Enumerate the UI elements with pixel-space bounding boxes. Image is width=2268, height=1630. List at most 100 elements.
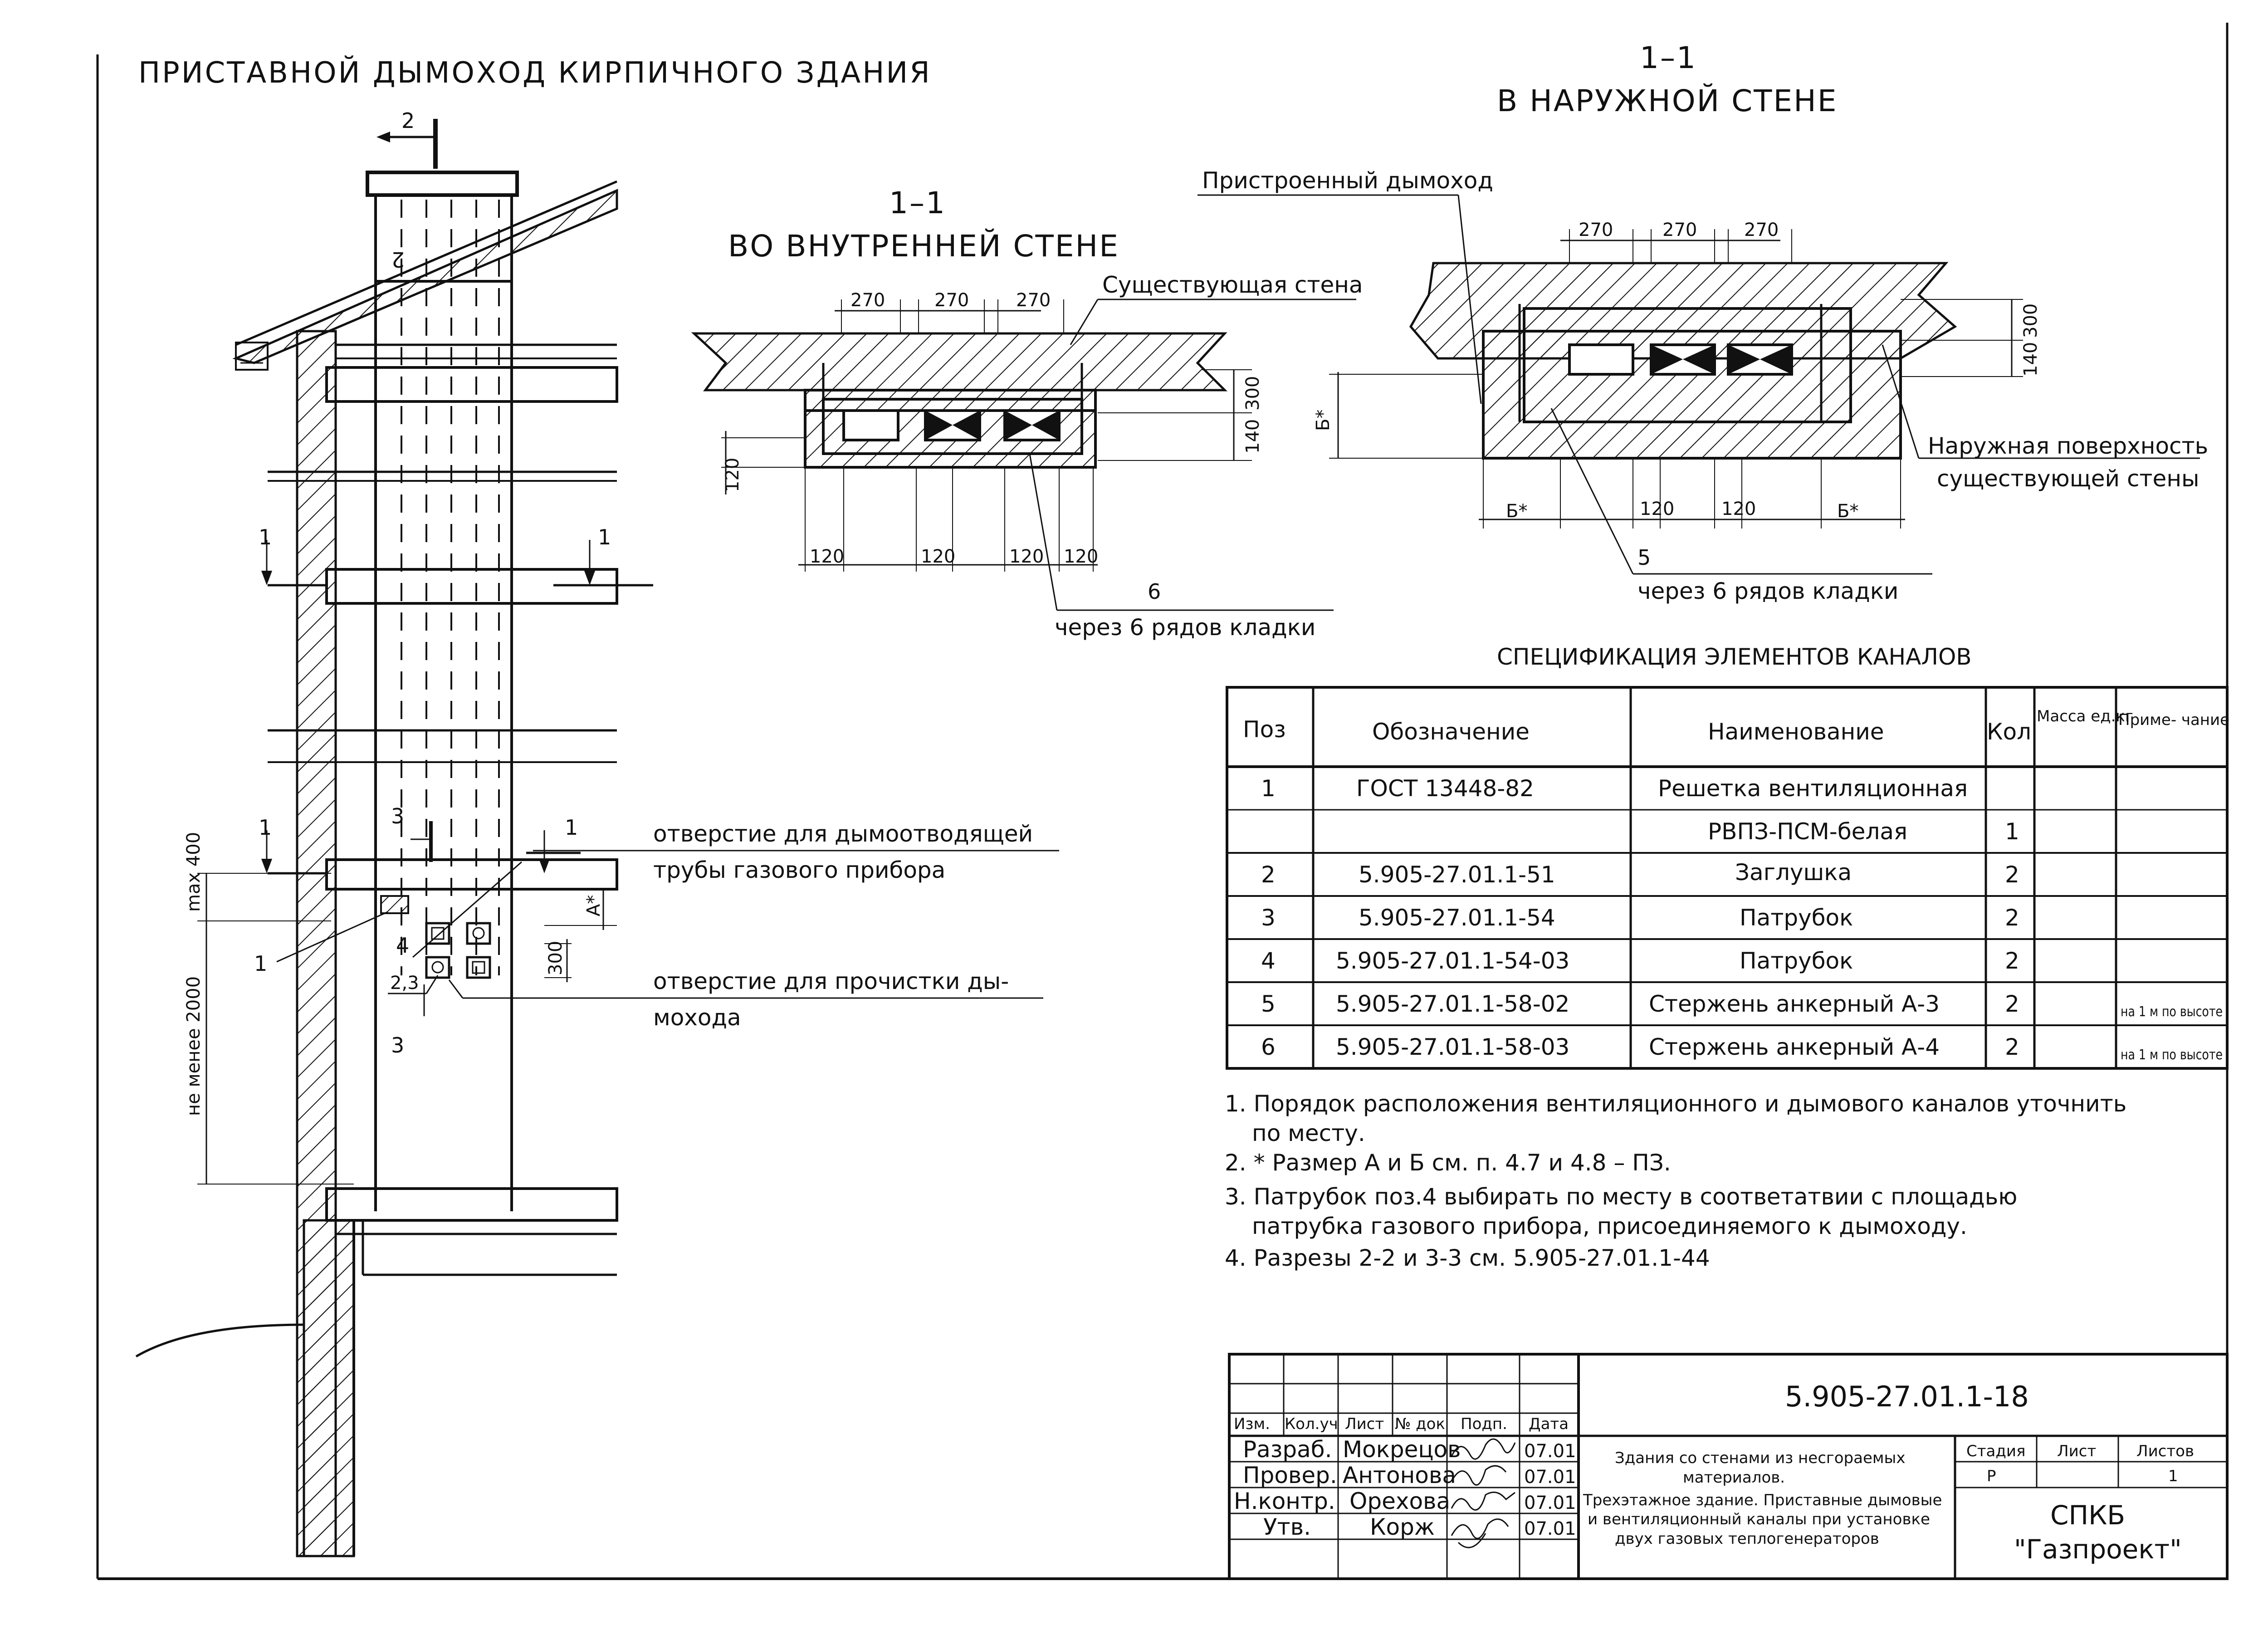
pos-label-6: 6 [1148,579,1161,604]
label-outer-surface-1: Наружная поверхность [1928,433,2208,459]
dim-inner-right-140: 140 [1242,419,1263,454]
table-row: 5 5.905-27.01.1-58-02 Стержень анкерный … [1261,991,2223,1020]
stamp-date-2: 07.01 [1524,1467,1576,1488]
cut-mark-1b-right: 1 [565,815,578,840]
dim-inner-right-300: 300 [1242,376,1263,411]
spec-header-pos: Поз [1243,716,1286,743]
dim-a: А* [583,895,604,916]
stamp-desc-4: и вентиляционный каналы при установке [1588,1510,1930,1528]
dim-outer-left: Б* [1313,410,1334,431]
stamp-col-change: Изм. [1234,1415,1270,1433]
stamp-sheets-header: Листов [2136,1442,2194,1460]
svg-text:Решетка вентиляционная: Решетка вентиляционная [1658,775,1968,802]
label-hole-smoke-2: трубы газового прибора [653,857,945,883]
note-2: 2. * Размер А и Б см. п. 4.7 и 4.8 – ПЗ. [1225,1150,1671,1176]
stamp-name-1: Мокрецов [1343,1436,1461,1463]
svg-text:на 1 м по высоте: на 1 м по высоте [2121,1047,2223,1063]
stamp-code: 5.905-27.01.1-18 [1785,1380,2029,1413]
spec-header-designation: Обозначение [1372,719,1530,745]
svg-text:ГОСТ 13448-82: ГОСТ 13448-82 [1356,775,1534,802]
table-row: 1 ГОСТ 13448-82 Решетка вентиляционная [1261,775,1968,802]
section-outer-wall: 1–1 В НАРУЖНОЙ СТЕНЕ Пристроенный дымохо… [1198,40,2208,604]
table-row: РВПЗ-ПСМ-белая 1 [1708,818,2019,845]
svg-text:5.905-27.01.1-58-03: 5.905-27.01.1-58-03 [1336,1034,1569,1060]
section-inner-title: ВО ВНУТРЕННЕЙ СТЕНЕ [728,228,1119,264]
dim-max-400: max 400 [183,832,204,912]
pos-label-4: 4 [396,933,409,958]
dim-inner-top-3: 270 [1016,290,1051,311]
svg-text:6: 6 [1261,1034,1276,1060]
vent-channel-inner [842,409,899,441]
dim-inner-top-1: 270 [850,290,885,311]
svg-text:5.905-27.01.1-54-03: 5.905-27.01.1-54-03 [1336,948,1569,974]
stamp-sheets-value: 1 [2168,1467,2178,1485]
stamp-role-2: Провер. [1243,1462,1337,1488]
dim-outer-bottom-1: Б* [1506,501,1527,522]
spec-header-qty: Кол [1987,719,2031,745]
main-title: ПРИСТАВНОЙ ДЫМОХОД КИРПИЧНОГО ЗДАНИЯ [138,55,932,90]
stamp-name-3: Орехова [1349,1488,1450,1514]
dim-inner-bottom-3: 120 [1009,546,1044,567]
note-4: 4. Разрезы 2-2 и 3-3 см. 5.905-27.01.1-4… [1225,1245,1710,1271]
stamp-stage-value: Р [1987,1467,1996,1485]
vent-grille [380,895,409,914]
section-outer-mark: 1–1 [1640,40,1697,75]
section-outer-title: В НАРУЖНОЙ СТЕНЕ [1497,83,1838,118]
svg-text:Стержень анкерный А-4: Стержень анкерный А-4 [1649,1034,1940,1060]
note-1: 1. Порядок расположения вентиляционного … [1225,1091,2126,1117]
table-row: 3 5.905-27.01.1-54 Патрубок 2 [1261,905,2019,931]
svg-text:2: 2 [2005,862,2019,888]
stamp-date-1: 07.01 [1524,1441,1576,1462]
dim-outer-bottom-3: 120 [1721,499,1756,519]
svg-text:4: 4 [1261,948,1276,974]
cut-mark-3-bottom: 3 [391,1033,404,1057]
dim-outer-bottom-2: 120 [1640,499,1674,519]
dim-inner-left: 120 [722,458,743,492]
dim-inner-bottom-4: 120 [1064,546,1098,567]
dim-inner-bottom-2: 120 [921,546,955,567]
dim-min-2000: не менее 2000 [183,976,204,1116]
table-row: 4 5.905-27.01.1-54-03 Патрубок 2 [1261,948,2019,974]
label-existing-wall: Существующая стена [1102,272,1363,298]
dim-outer-bottom-4: Б* [1837,501,1858,522]
table-row: 6 5.905-27.01.1-58-03 Стержень анкерный … [1261,1034,2223,1063]
svg-text:5: 5 [1261,991,1276,1017]
label-hole-clean-2: мохода [653,1004,741,1031]
svg-text:5.905-27.01.1-54: 5.905-27.01.1-54 [1359,905,1555,931]
svg-text:2: 2 [2005,905,2019,931]
svg-text:2: 2 [1261,862,1276,888]
stamp-col-sign: Подп. [1461,1415,1507,1433]
stamp-stage-header: Стадия [1966,1442,2025,1460]
cut-mark-1-right: 1 [598,525,611,549]
label-outer-note: через 6 рядов кладки [1637,578,1898,604]
svg-text:5.905-27.01.1-51: 5.905-27.01.1-51 [1359,862,1555,888]
label-outer-surface-2: существующей стены [1937,465,2200,492]
cut-mark-2b: 2 [391,247,405,272]
cut-mark-1b-left: 1 [259,815,272,840]
dim-outer-top-1: 270 [1579,220,1613,240]
title-block: Изм. Кол.уч Лист № док Подп. Дата Разраб… [1228,1353,2229,1580]
label-attached-chimney: Пристроенный дымоход [1202,167,1493,194]
dim-inner-bottom-1: 120 [810,546,844,567]
stamp-date-3: 07.01 [1524,1493,1576,1513]
table-row: 2 5.905-27.01.1-51 Заглушка 2 [1261,859,2019,888]
svg-text:на 1 м по высоте: на 1 м по высоте [2121,1004,2223,1020]
dim-outer-top-2: 270 [1662,220,1697,240]
spec-table: СПЕЦИФИКАЦИЯ ЭЛЕМЕНТОВ КАНАЛОВ Поз Обозн… [1226,644,2229,1070]
stamp-desc-3: Трехэтажное здание. Приставные дымовые [1583,1491,1942,1509]
spec-header-name: Наименование [1708,719,1884,745]
svg-text:Стержень анкерный А-3: Стержень анкерный А-3 [1649,991,1940,1017]
stamp-role-1: Разраб. [1243,1436,1332,1463]
stamp-name-4: Корж [1370,1514,1435,1540]
stamp-org-2: "Газпроект" [2014,1534,2182,1565]
stamp-col-date: Дата [1529,1415,1569,1433]
stamp-date-4: 07.01 [1524,1518,1576,1539]
note-1-cont: по месту. [1252,1120,1365,1146]
svg-text:2: 2 [2005,948,2019,974]
section-inner-mark: 1–1 [889,186,946,220]
chimney-cap [366,171,519,197]
dim-outer-top-3: 270 [1744,220,1779,240]
cut-mark-2: 2 [401,108,415,133]
stamp-desc-2: материалов. [1683,1468,1785,1487]
